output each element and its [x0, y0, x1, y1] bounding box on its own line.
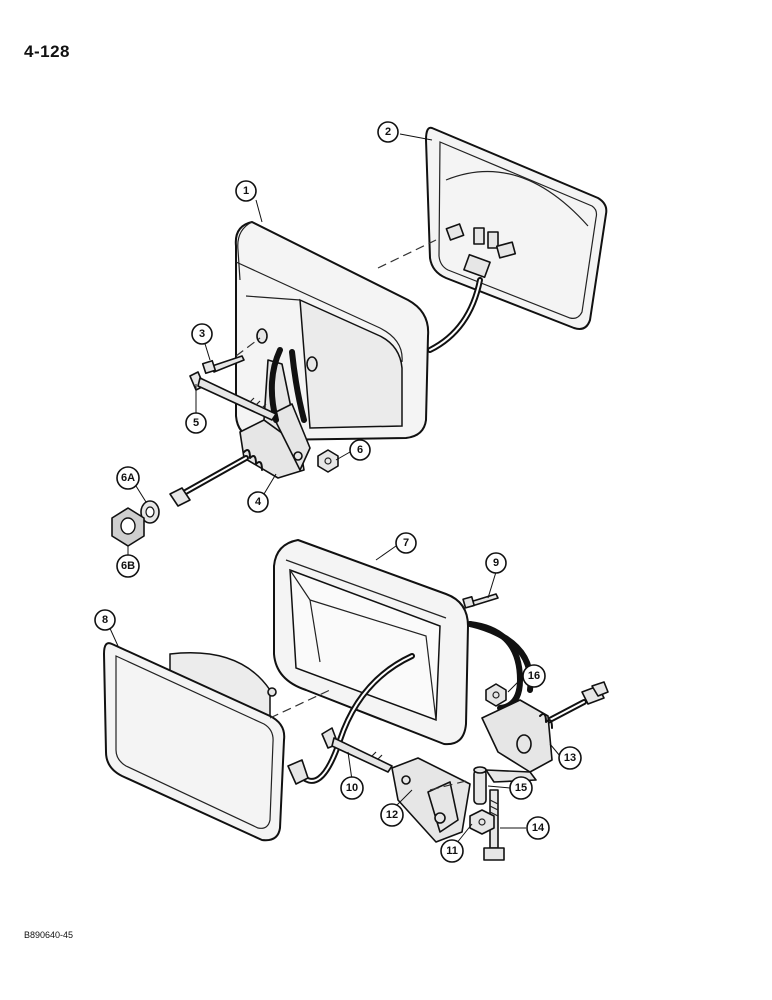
small-nut — [469, 809, 495, 835]
upper-bolt — [189, 371, 277, 421]
callout-6: 6 — [349, 439, 371, 461]
washer — [140, 500, 160, 524]
callout-4-label: 4 — [255, 496, 262, 508]
upper-lamp-lens — [425, 126, 608, 330]
pivot-bracket — [391, 757, 471, 843]
callout-1: 1 — [235, 180, 257, 202]
spacer-sleeve — [473, 766, 487, 805]
callout-6-label: 6 — [357, 444, 363, 456]
callout-5: 5 — [185, 412, 207, 434]
callout-6B: 6B — [116, 554, 140, 578]
callout-16-label: 16 — [528, 670, 540, 682]
lower-nut — [485, 683, 507, 707]
lower-bolt — [321, 727, 393, 773]
callout-8: 8 — [94, 609, 116, 631]
lower-lamp-lens — [103, 642, 286, 842]
callout-2-label: 2 — [385, 126, 391, 138]
callout-12: 12 — [380, 803, 404, 827]
callout-5-label: 5 — [193, 417, 199, 429]
callout-14: 14 — [526, 816, 550, 840]
leader-lines — [107, 133, 561, 845]
callout-6A-label: 6A — [121, 472, 135, 484]
callout-15: 15 — [509, 776, 533, 800]
callout-15-label: 15 — [515, 782, 527, 794]
callout-6A: 6A — [116, 466, 140, 490]
callout-10: 10 — [340, 776, 364, 800]
callout-13: 13 — [558, 746, 582, 770]
callout-10-label: 10 — [346, 782, 358, 794]
callout-2: 2 — [377, 121, 399, 143]
page-number: 4-128 — [24, 42, 70, 61]
callout-8-label: 8 — [102, 614, 108, 626]
callout-12-label: 12 — [386, 809, 398, 821]
callout-7: 7 — [395, 532, 417, 554]
callout-1-label: 1 — [243, 185, 249, 197]
callout-7-label: 7 — [403, 537, 409, 549]
large-nut — [111, 507, 145, 547]
callout-11: 11 — [440, 839, 464, 863]
upper-mounting-bracket — [239, 359, 311, 479]
callout-14-label: 14 — [532, 822, 545, 834]
callout-9: 9 — [485, 552, 507, 574]
lower-screw — [462, 593, 499, 609]
lower-lamp-housing — [273, 539, 469, 746]
lower-mounting-bracket — [481, 699, 553, 783]
callout-3: 3 — [191, 323, 213, 345]
callout-6B-label: 6B — [121, 560, 135, 572]
upper-nut — [317, 449, 339, 473]
figure-code: B890640-45 — [24, 930, 74, 940]
callout-16: 16 — [522, 664, 546, 688]
callout-4: 4 — [247, 491, 269, 513]
callout-9-label: 9 — [493, 557, 499, 569]
callout-11-label: 11 — [446, 845, 458, 857]
upper-screw — [201, 355, 245, 375]
callout-3-label: 3 — [199, 328, 205, 340]
callout-13-label: 13 — [564, 752, 576, 764]
